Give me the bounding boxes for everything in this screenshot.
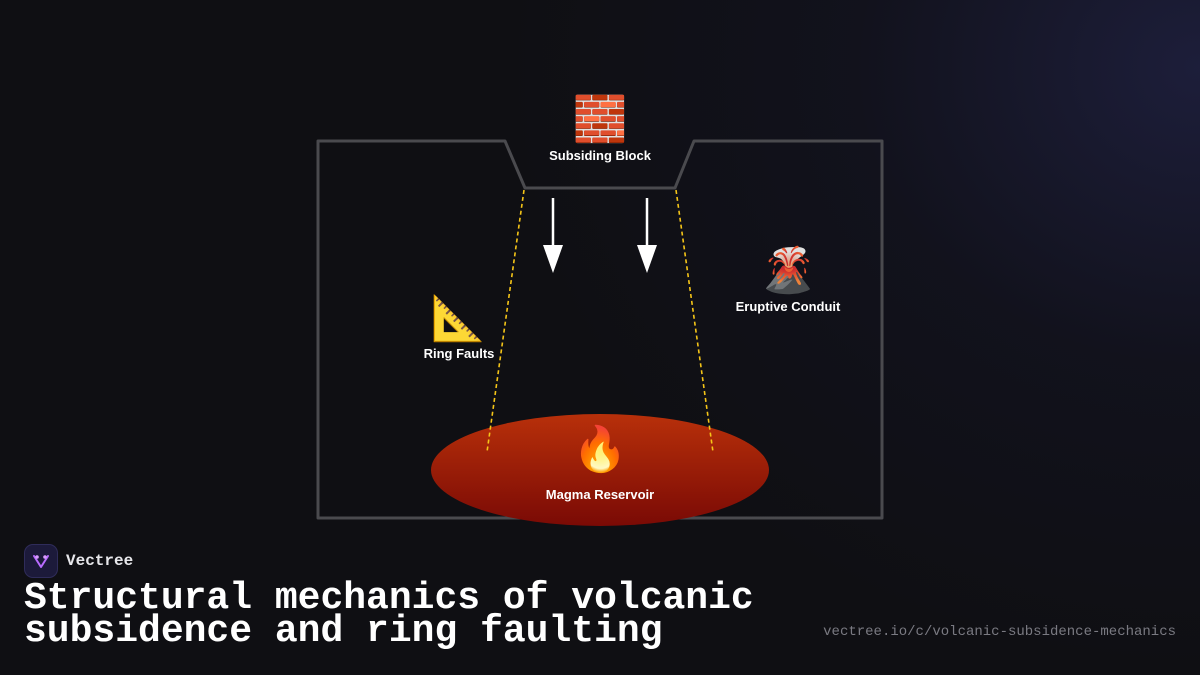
fire-icon: 🔥 (573, 424, 628, 475)
eruptive-conduit-label: Eruptive Conduit (736, 299, 841, 314)
magma-reservoir-label: Magma Reservoir (546, 487, 654, 502)
volcano-icon: 🌋 (761, 245, 816, 296)
ring-faults-label: Ring Faults (424, 346, 495, 361)
brand: Vectree (24, 544, 133, 578)
subsidence-arrowhead-left (543, 245, 563, 273)
ring-fault-right (675, 189, 714, 453)
subsiding-block-label: Subsiding Block (549, 148, 652, 163)
brick-wall-icon: 🧱 (573, 94, 628, 145)
page-title: Structural mechanics of volcanic subside… (24, 577, 754, 653)
page-url: vectree.io/c/volcanic-subsidence-mechani… (823, 624, 1176, 640)
ring-fault-left (486, 189, 525, 453)
crust-outline (316, 139, 884, 520)
triangular-ruler-icon: 📐 (431, 293, 486, 344)
subsidence-arrowhead-right (637, 245, 657, 273)
brand-name: Vectree (66, 552, 134, 570)
vectree-logo-icon (24, 544, 58, 578)
magma-reservoir-shape (431, 414, 769, 526)
